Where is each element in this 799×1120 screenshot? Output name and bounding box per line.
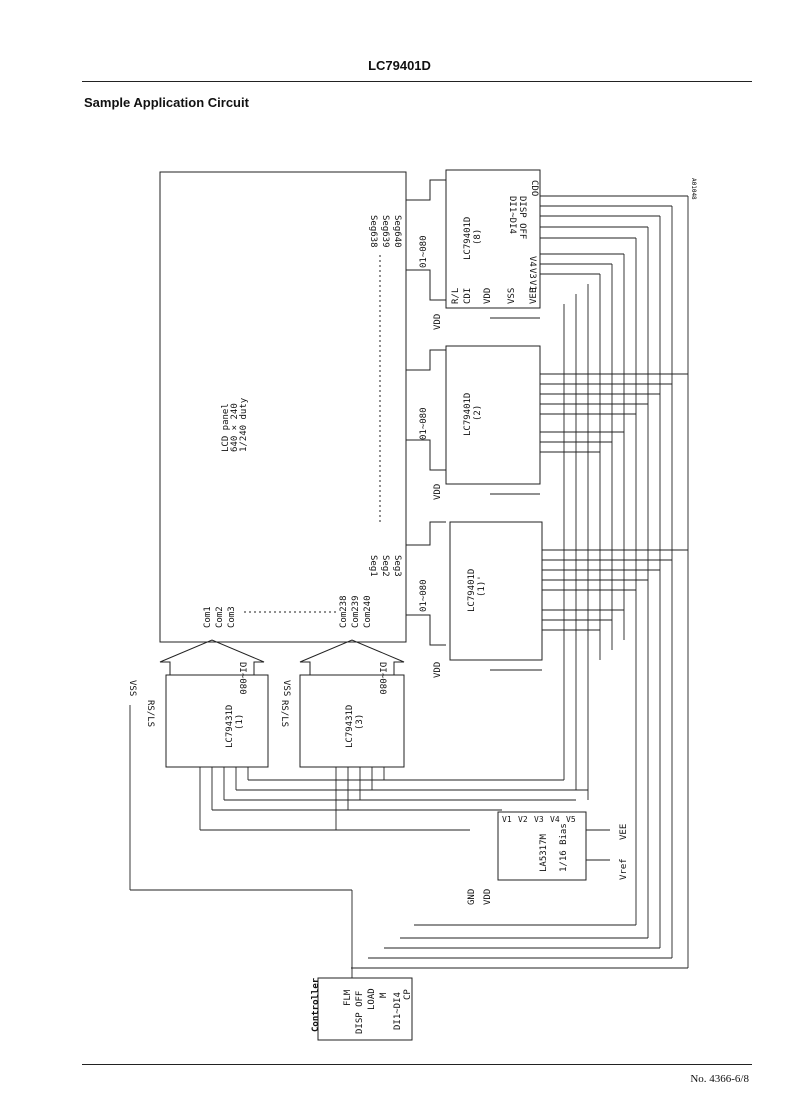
- com-driver-1-index: (1): [235, 714, 245, 730]
- com-label-240: Com240: [363, 595, 373, 628]
- lcd-panel-title: LCD panel: [221, 403, 231, 452]
- seg-driver-8-name: LC79401D: [463, 217, 473, 260]
- seg-label-639: Seg639: [380, 215, 390, 248]
- vdd-label-1: VDD: [433, 662, 443, 678]
- com-driver-3-outputs: DI~080: [377, 662, 387, 695]
- bias-v2: V2: [518, 815, 528, 824]
- seg-driver-8-pin-rl: R/L: [451, 288, 461, 304]
- bias-ic-ratio: 1/16 Bias: [559, 823, 569, 872]
- seg-arrow-2: [405, 349, 446, 471]
- page-number: No. 4366-6/8: [690, 1073, 749, 1085]
- controller-pin-di: DI1~DI4: [393, 992, 403, 1030]
- vref-label: Vref: [619, 858, 629, 880]
- seg-driver-8-box: [445, 169, 541, 309]
- vdd-label-2: VDD: [433, 484, 443, 500]
- controller-box: [317, 977, 413, 1041]
- seg-driver-2-box: [445, 345, 541, 485]
- bias-ic-name: LA5317M: [539, 833, 549, 872]
- vss-label-com1: VSS: [127, 680, 137, 696]
- gnd-label: GND: [467, 889, 477, 905]
- seg-driver-8-pin-vss: VSS: [507, 288, 517, 304]
- seg-label-3: Seg3: [392, 555, 402, 577]
- part-number-heading: LC79401D: [368, 58, 431, 73]
- com-label-3: Com3: [227, 606, 237, 628]
- seg-driver-8-pin-v4: V4: [527, 256, 537, 267]
- seg-driver-8-pin-vdd: VDD: [483, 288, 493, 304]
- figure-code: A01048: [690, 178, 697, 200]
- com-label-2: Com2: [215, 606, 225, 628]
- controller-pin-flm: FLM: [343, 989, 353, 1006]
- seg-driver-8-outputs: 01~080: [419, 235, 429, 268]
- vee-label: VEE: [619, 824, 629, 840]
- seg-driver-1-index: (1)': [477, 575, 487, 597]
- com-label-1: Com1: [203, 606, 213, 628]
- vdd-label-8: VDD: [433, 314, 443, 330]
- com-driver-3-index: (3): [355, 714, 365, 730]
- seg-driver-2-outputs: 01~080: [419, 407, 429, 440]
- seg-driver-8-pin-v1: V1: [527, 280, 537, 291]
- com-label-238: Com238: [339, 595, 349, 628]
- com-driver-3-name: LC79431D: [345, 705, 355, 748]
- seg-label-640: Seg640: [392, 215, 402, 248]
- seg-driver-8-pin-di: DI1~DI4: [507, 196, 517, 234]
- bias-v4: V4: [550, 815, 560, 824]
- com-driver-1-name: LC79431D: [225, 705, 235, 748]
- section-title: Sample Application Circuit: [84, 95, 249, 110]
- lcd-panel-duty: 1/240 duty: [239, 397, 249, 452]
- controller-pin-cp: CP: [403, 989, 413, 1000]
- seg-label-1: Seg1: [368, 555, 378, 577]
- controller-title: Controller: [311, 977, 321, 1032]
- controller-pin-m: M: [379, 992, 389, 998]
- lcd-panel-resolution: 640 × 240: [230, 403, 240, 452]
- seg-arrow-8: [405, 179, 446, 301]
- seg-driver-1-name: LC79401D: [467, 569, 477, 612]
- bias-v3: V3: [534, 815, 544, 824]
- seg-driver-2-name: LC79401D: [463, 393, 473, 436]
- controller-pin-disp-off: DISP OFF: [355, 991, 365, 1034]
- seg-driver-8-pin-v3: V3: [527, 268, 537, 279]
- com-driver-1-rs: RS/LS: [145, 700, 155, 727]
- com-driver-1-box: [165, 674, 269, 768]
- com-driver-3-rs: RS/LS: [279, 700, 289, 727]
- controller-pin-load: LOAD: [367, 988, 377, 1010]
- bias-ic-box: [497, 811, 587, 881]
- com-driver-3-box: [299, 674, 405, 768]
- com-driver-1-outputs: DI~080: [237, 662, 247, 695]
- footer-rule: [82, 1064, 752, 1065]
- bias-v5: V5: [566, 815, 576, 824]
- seg-driver-1-outputs: 01~080: [419, 579, 429, 612]
- seg-label-2: Seg2: [380, 555, 390, 577]
- seg-driver-8-pin-cdi: CDI: [463, 288, 473, 304]
- seg-driver-8-pin-disp-off: DISP OFF: [517, 196, 527, 239]
- seg-driver-1-box: [449, 521, 543, 661]
- seg-driver-8-pin-cdo: CDO: [529, 180, 539, 196]
- bias-v1: V1: [502, 815, 512, 824]
- vss-label-com3: VSS: [281, 680, 291, 696]
- com-label-239: Com239: [351, 595, 361, 628]
- seg-arrow-1: [405, 521, 446, 646]
- seg-driver-8-index: (8): [473, 229, 483, 245]
- seg-driver-8-pin-vee: VEE: [529, 288, 539, 304]
- vdd-label-bias: VDD: [483, 889, 493, 905]
- header-rule: [82, 81, 752, 82]
- seg-label-638: Seg638: [368, 215, 378, 248]
- seg-driver-2-index: (2): [473, 405, 483, 421]
